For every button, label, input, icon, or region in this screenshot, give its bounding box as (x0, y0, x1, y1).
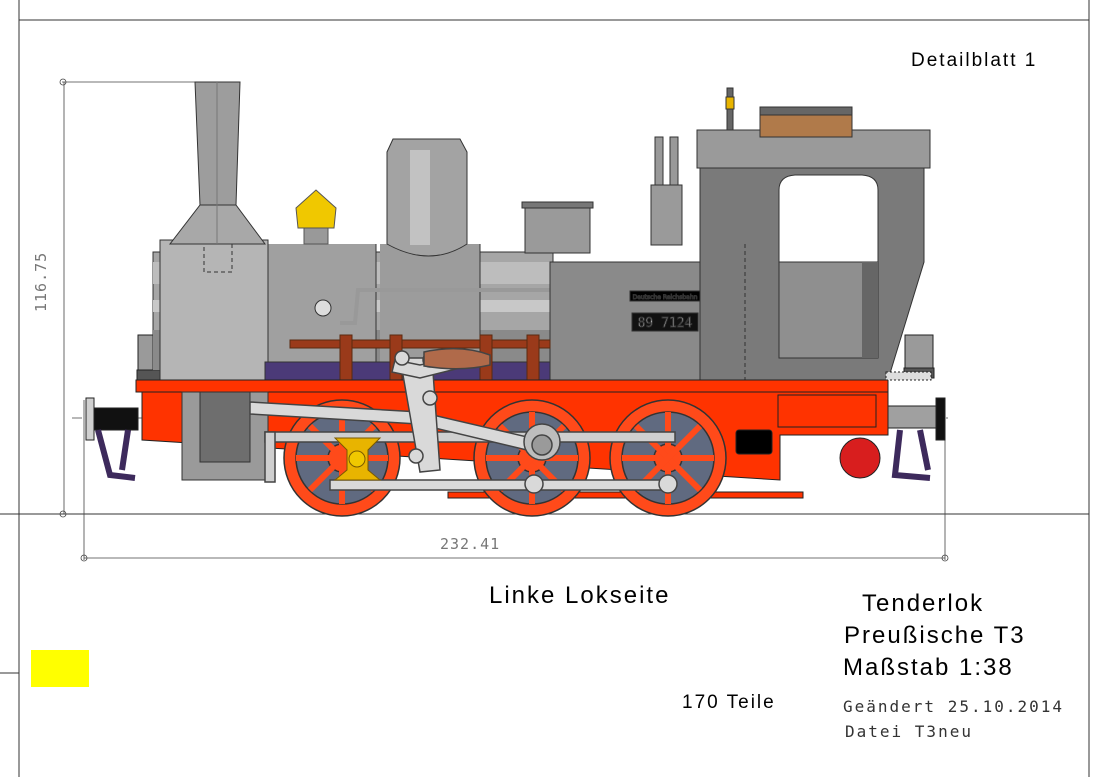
loco-type-label: Tenderlok (862, 590, 985, 617)
cylinder (181, 391, 269, 481)
changed-date-label: Geändert 25.10.2014 (843, 697, 1065, 716)
file-name-label: Datei T3neu (845, 722, 973, 741)
cab (696, 106, 931, 381)
crosshead (333, 437, 382, 481)
number-plate-text: 89 7124 (638, 316, 693, 331)
length-dimension: 232.41 (440, 535, 501, 553)
valve-gear (249, 347, 678, 494)
color-swatch (31, 650, 89, 687)
view-label: Linke Lokseite (489, 582, 671, 609)
whistle (650, 87, 735, 246)
scale-label: Maßstab 1:38 (843, 654, 1014, 681)
wheel-rear (609, 399, 727, 517)
steam-dome (386, 138, 468, 257)
detail-sheet-label: Detailblatt 1 (911, 50, 1038, 71)
safety-valve (295, 189, 337, 245)
height-dimension: 116.75 (32, 251, 50, 312)
railway-plate-text: Deutsche Reichsbahn (633, 294, 698, 301)
loco-class-label: Preußische T3 (844, 622, 1026, 649)
wheel-middle (473, 399, 591, 517)
side-tank: Deutsche Reichsbahn 89 7124 (549, 261, 703, 383)
boiler (152, 239, 556, 381)
parts-count-label: 170 Teile (682, 692, 776, 713)
chimney (168, 81, 266, 273)
sand-box (521, 201, 594, 254)
